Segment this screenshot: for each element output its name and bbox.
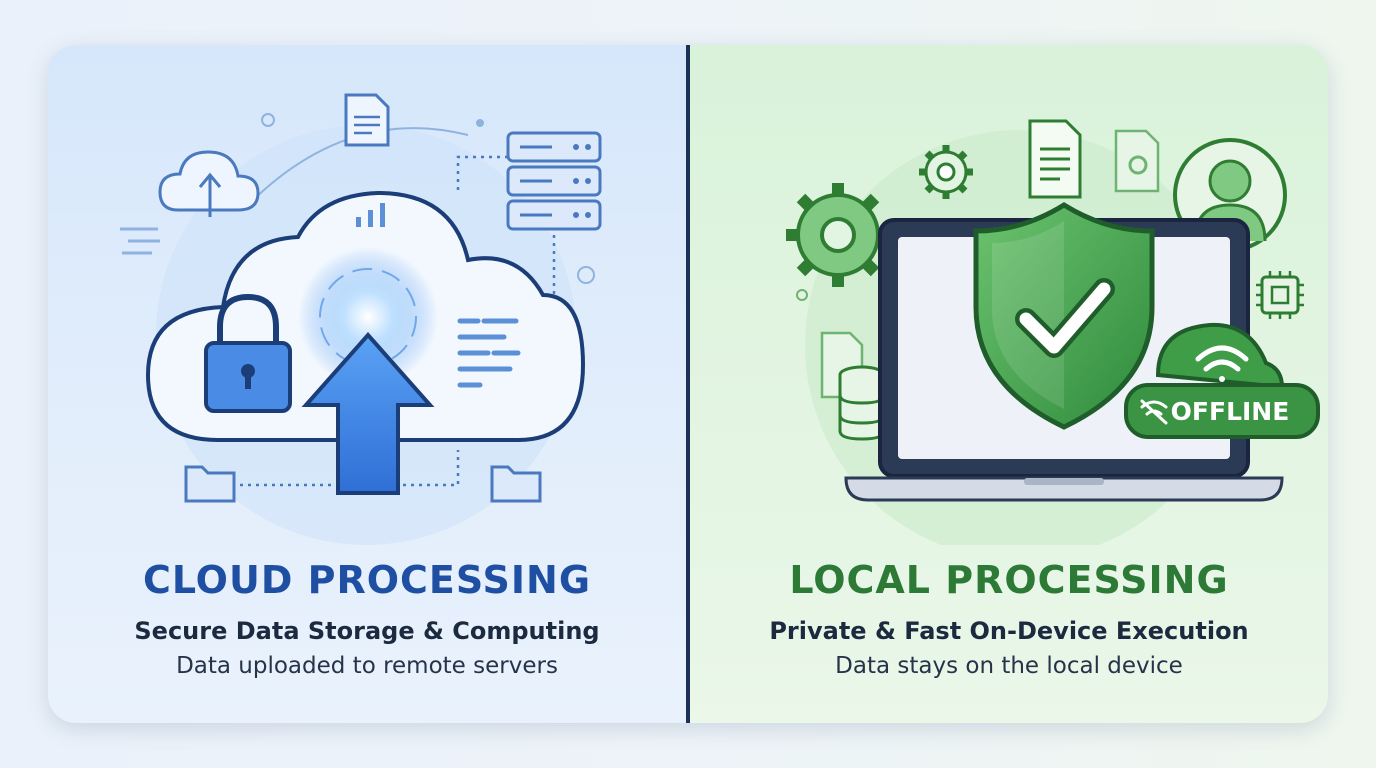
gear-icon <box>919 145 973 199</box>
gear-icon <box>786 183 890 287</box>
offline-badge-label: OFFLINE <box>1171 397 1290 426</box>
cloud-title: CLOUD PROCESSING <box>142 558 592 602</box>
comparison-card: CLOUD PROCESSING Secure Data Storage & C… <box>48 45 1328 723</box>
wifi-off-icon <box>1140 399 1168 425</box>
code-lines <box>457 318 521 388</box>
offline-badge: OFFLINE <box>1124 322 1320 439</box>
cloud-illustration <box>120 93 602 545</box>
cloud-description: Data uploaded to remote servers <box>176 653 558 679</box>
node-dot <box>796 289 808 301</box>
local-illustration: OFFLINE <box>786 119 1320 545</box>
folder-icon <box>490 465 542 503</box>
node-dot <box>261 113 275 127</box>
speed-lines <box>120 227 160 255</box>
wifi-icon <box>1195 345 1249 382</box>
folder-icon <box>184 465 236 503</box>
database-icon <box>838 365 886 441</box>
local-panel: OFFLINE LOCAL PROCESSING Private & Fast … <box>690 45 1328 723</box>
local-title: LOCAL PROCESSING <box>789 558 1229 602</box>
server-stack-icon <box>506 131 602 231</box>
cloud-subtitle: Secure Data Storage & Computing <box>134 617 600 645</box>
local-description: Data stays on the local device <box>835 653 1183 679</box>
dotted-connector <box>456 155 508 195</box>
document-icon <box>1028 119 1082 199</box>
small-cloud-upload-icon <box>158 150 260 217</box>
document-icon <box>344 93 390 147</box>
document-icon <box>1114 129 1160 193</box>
node-dot <box>476 119 484 127</box>
local-subtitle: Private & Fast On-Device Execution <box>769 617 1249 645</box>
padlock-icon <box>204 293 292 413</box>
dotted-connector <box>403 450 460 487</box>
signal-bars <box>356 203 385 227</box>
shield-check-icon <box>973 202 1155 430</box>
node-dot <box>577 266 595 284</box>
chip-icon <box>1256 271 1304 319</box>
glow <box>298 247 438 387</box>
upload-arrow-icon <box>301 331 435 495</box>
panel-divider <box>686 45 690 723</box>
cloud-panel: CLOUD PROCESSING Secure Data Storage & C… <box>48 45 686 723</box>
